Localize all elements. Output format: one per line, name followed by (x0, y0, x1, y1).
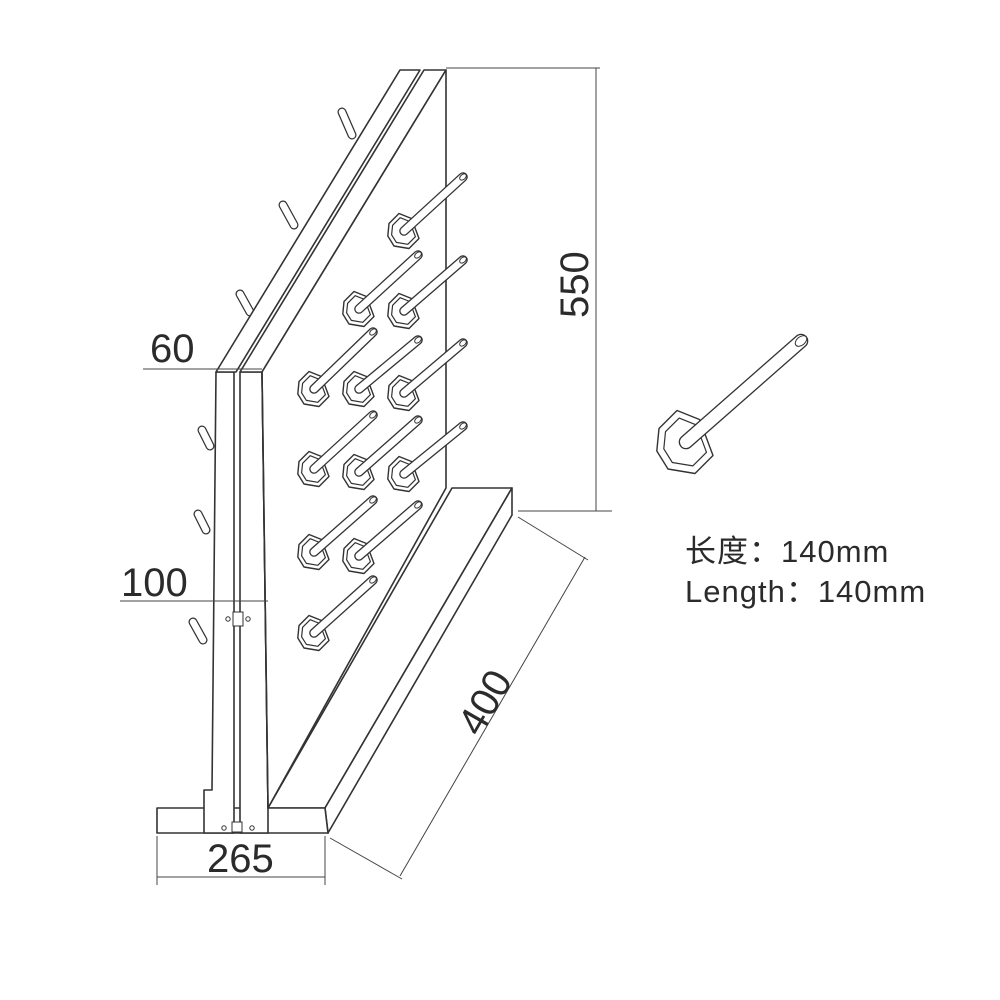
back-peg (337, 107, 357, 140)
dim-top-thickness: 60 (150, 327, 195, 371)
screw-dot (249, 825, 255, 831)
front-pegs (297, 172, 468, 652)
screw-dot (221, 825, 227, 831)
peg (656, 333, 809, 475)
dim-base-height: 100 (121, 561, 188, 605)
peg (297, 410, 378, 488)
dim-depth: 400 (450, 663, 521, 743)
peg (387, 172, 468, 250)
back-peg (193, 509, 211, 535)
back-pegs (188, 107, 357, 645)
spec-length-en: Length：140mm (685, 574, 926, 609)
back-peg (278, 200, 299, 230)
peg (342, 415, 423, 491)
peg (342, 250, 423, 328)
dim-base-width: 265 (207, 837, 274, 881)
back-peg (188, 617, 208, 645)
peg (342, 500, 423, 575)
peg (297, 495, 378, 571)
back-peg (197, 425, 215, 451)
peg (342, 335, 423, 408)
frame-screws (221, 611, 255, 833)
dim-height: 550 (553, 251, 597, 318)
spec-length-cn: 长度：140mm (685, 534, 889, 569)
screw-dot (225, 616, 231, 622)
peg (387, 255, 468, 330)
peg-detail (656, 333, 809, 475)
rack-side-frame (203, 371, 269, 834)
peg (297, 575, 378, 652)
dimension-lines (120, 67, 612, 885)
peg (297, 327, 378, 408)
base-plate (156, 487, 513, 834)
peg (387, 338, 468, 412)
back-peg (235, 289, 255, 317)
peg (387, 421, 468, 493)
screw-dot (245, 616, 251, 622)
